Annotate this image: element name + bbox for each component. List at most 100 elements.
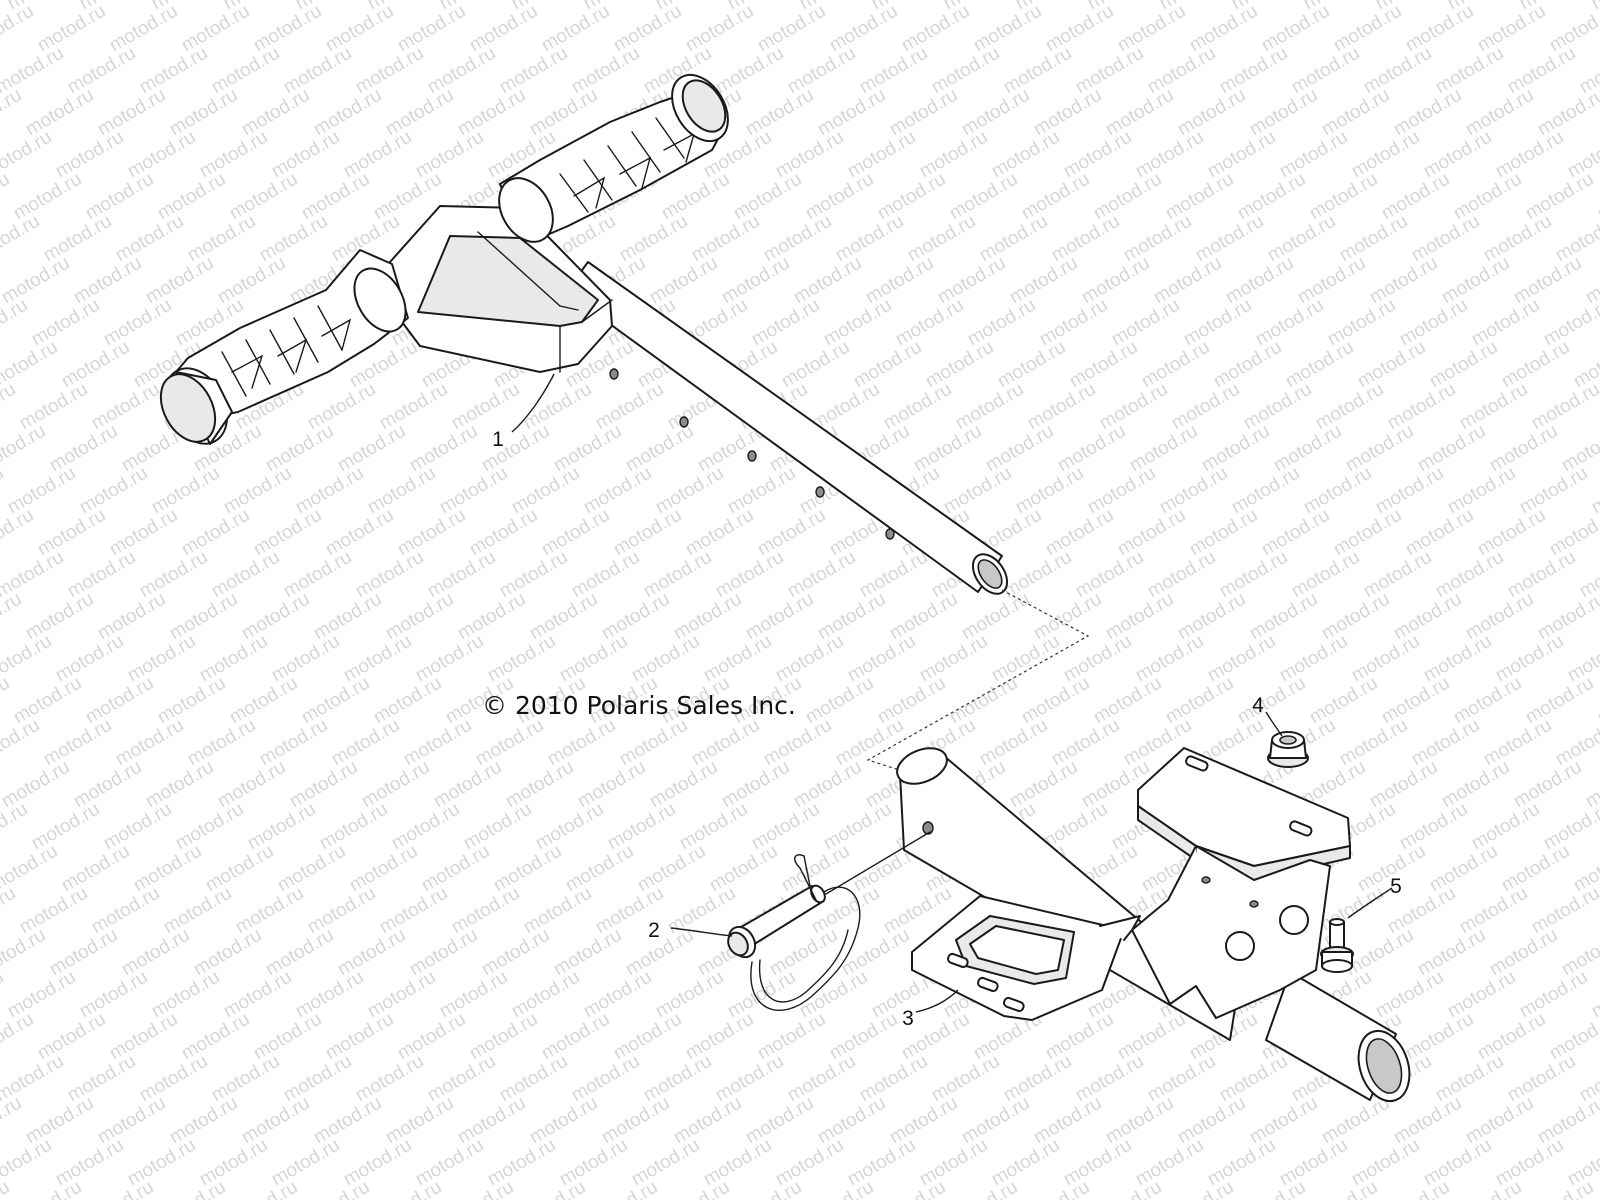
watermark-text: motod.ru	[1288, 43, 1363, 99]
watermark-text: motod.ru	[1492, 631, 1567, 687]
watermark-text: motod.ru	[1222, 253, 1297, 309]
watermark-text: motod.ru	[1450, 673, 1525, 729]
watermark-text: motod.ru	[1468, 799, 1543, 855]
watermark-text: motod.ru	[1234, 1177, 1309, 1200]
watermark-text: motod.ru	[76, 463, 151, 519]
watermark-text: motod.ru	[238, 589, 313, 645]
watermark-text: motod.ru	[814, 1093, 889, 1149]
watermark-text: motod.ru	[0, 463, 7, 519]
watermark-text: motod.ru	[280, 1051, 355, 1107]
watermark-text: motod.ru	[634, 841, 709, 897]
watermark-text: motod.ru	[1474, 1009, 1549, 1065]
watermark-text: motod.ru	[226, 673, 301, 729]
watermark-text: motod.ru	[976, 715, 1051, 771]
watermark-text: motod.ru	[646, 757, 721, 813]
watermark-text: motod.ru	[1456, 883, 1531, 939]
watermark-text: motod.ru	[1090, 169, 1165, 225]
watermark-text: motod.ru	[1408, 715, 1483, 771]
watermark-text: motod.ru	[1588, 463, 1600, 519]
watermark-text: motod.ru	[1546, 505, 1600, 561]
watermark-text: motod.ru	[1282, 337, 1357, 393]
watermark-text: motod.ru	[0, 211, 43, 267]
watermark-text: motod.ru	[844, 631, 919, 687]
watermark-text: motod.ru	[916, 1135, 991, 1191]
watermark-text: motod.ru	[1246, 589, 1321, 645]
watermark-text: motod.ru	[40, 715, 115, 771]
watermark-text: motod.ru	[1588, 967, 1600, 1023]
watermark-text: motod.ru	[388, 799, 463, 855]
watermark-text: motod.ru	[124, 127, 199, 183]
watermark-text: motod.ru	[1504, 1051, 1579, 1107]
watermark-text: motod.ru	[262, 421, 337, 477]
watermark-text: motod.ru	[22, 1093, 97, 1149]
watermark-text: motod.ru	[0, 715, 43, 771]
watermark-text: motod.ru	[1306, 1177, 1381, 1200]
watermark-text: motod.ru	[820, 295, 895, 351]
watermark-text: motod.ru	[904, 211, 979, 267]
watermark-text: motod.ru	[466, 1009, 541, 1065]
watermark-text: motod.ru	[550, 421, 625, 477]
watermark-text: motod.ru	[1372, 463, 1447, 519]
watermark-text: motod.ru	[226, 1177, 301, 1200]
watermark-text: motod.ru	[268, 127, 343, 183]
watermark-text: motod.ru	[1480, 715, 1555, 771]
watermark-text: motod.ru	[616, 211, 691, 267]
watermark-text: motod.ru	[238, 1093, 313, 1149]
watermark-text: motod.ru	[1594, 169, 1600, 225]
watermark-text: motod.ru	[286, 757, 361, 813]
watermark-text: motod.ru	[142, 757, 217, 813]
watermark-text: motod.ru	[1534, 85, 1600, 141]
watermark-text: motod.ru	[730, 169, 805, 225]
watermark-text: motod.ru	[424, 43, 499, 99]
watermark-text: motod.ru	[598, 589, 673, 645]
watermark-text: motod.ru	[598, 1093, 673, 1149]
watermark-text: motod.ru	[82, 1177, 157, 1200]
watermark-text: motod.ru	[682, 1, 757, 57]
watermark-text: motod.ru	[928, 1051, 1003, 1107]
watermark-text: motod.ru	[1498, 337, 1573, 393]
watermark-text: motod.ru	[1432, 547, 1507, 603]
watermark-text: motod.ru	[472, 715, 547, 771]
watermark-text: motod.ru	[1486, 421, 1561, 477]
watermark-text: motod.ru	[1276, 127, 1351, 183]
watermark-text: motod.ru	[322, 1, 397, 57]
watermark-text: motod.ru	[1456, 379, 1531, 435]
watermark-text: motod.ru	[0, 1, 37, 57]
part-2-hitch-pin	[727, 831, 931, 1011]
watermark-text: motod.ru	[946, 169, 1021, 225]
watermark-text: motod.ru	[0, 505, 37, 561]
watermark-text: motod.ru	[730, 1177, 805, 1200]
watermark-text: motod.ru	[1030, 1093, 1105, 1149]
watermark-text: motod.ru	[1414, 925, 1489, 981]
watermark-text: motod.ru	[0, 799, 31, 855]
watermark-text: motod.ru	[166, 85, 241, 141]
watermark-text: motod.ru	[436, 463, 511, 519]
watermark-text: motod.ru	[988, 127, 1063, 183]
watermark-text: motod.ru	[340, 631, 415, 687]
watermark-text: motod.ru	[526, 1093, 601, 1149]
watermark-text: motod.ru	[310, 589, 385, 645]
watermark-text: motod.ru	[28, 295, 103, 351]
watermark-text: motod.ru	[706, 841, 781, 897]
watermark-text: motod.ru	[454, 1093, 529, 1149]
watermark-text: motod.ru	[1312, 379, 1387, 435]
watermark-text: motod.ru	[790, 253, 865, 309]
watermark-text: motod.ru	[1162, 169, 1237, 225]
watermark-text: motod.ru	[958, 1093, 1033, 1149]
watermark-text: motod.ru	[0, 253, 1, 309]
watermark-text: motod.ru	[196, 1135, 271, 1191]
watermark-text: motod.ru	[106, 1, 181, 57]
watermark-text: motod.ru	[556, 1135, 631, 1191]
watermark-text: motod.ru	[262, 925, 337, 981]
watermark-text: motod.ru	[214, 757, 289, 813]
watermark-text: motod.ru	[1030, 85, 1105, 141]
watermark-text: motod.ru	[1330, 1, 1405, 57]
watermark-text: motod.ru	[532, 799, 607, 855]
watermark-text: motod.ru	[622, 421, 697, 477]
watermark-text: motod.ru	[844, 1135, 919, 1191]
watermark-text: motod.ru	[1396, 799, 1471, 855]
watermark-text: motod.ru	[22, 85, 97, 141]
watermark-text: motod.ru	[1444, 463, 1519, 519]
watermark-text: motod.ru	[370, 1177, 445, 1200]
watermark-text: motod.ru	[178, 1009, 253, 1065]
